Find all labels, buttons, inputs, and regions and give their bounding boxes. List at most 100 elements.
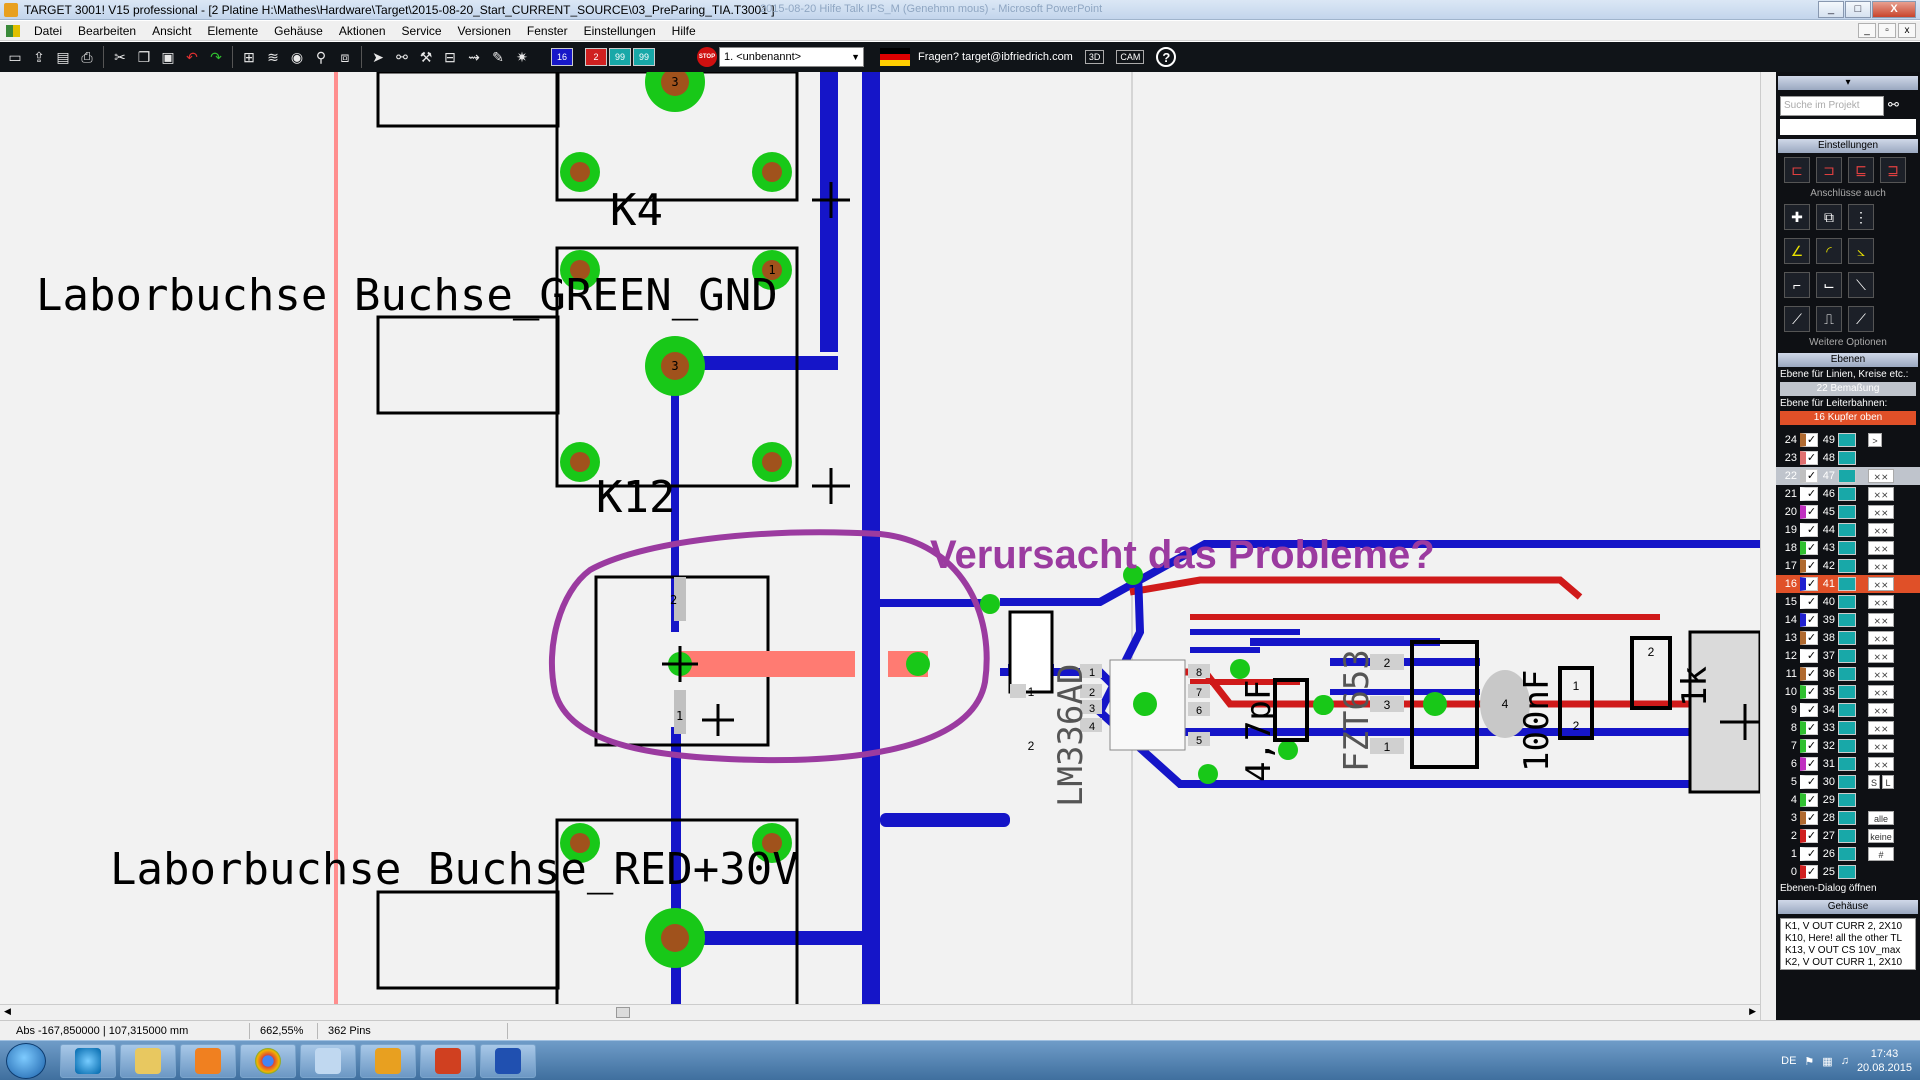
add-point-icon[interactable]: ✚ bbox=[1784, 204, 1810, 230]
vertical-scrollbar[interactable] bbox=[1760, 72, 1776, 1020]
layer-visible-checkbox[interactable]: ✓ bbox=[1800, 649, 1818, 663]
layer-visible-checkbox[interactable]: ✓ bbox=[1800, 451, 1818, 465]
layer-visible-checkbox[interactable]: ✓ bbox=[1800, 865, 1818, 879]
scroll-left-arrow-icon[interactable]: ◀ bbox=[4, 1006, 11, 1016]
edit-point-icon[interactable]: ⧉ bbox=[1816, 204, 1842, 230]
taskbar-paint[interactable] bbox=[300, 1044, 356, 1078]
route-straight-icon[interactable]: ⌐ bbox=[1784, 272, 1810, 298]
layer-toggle-button[interactable]: ⨯⨯ bbox=[1868, 577, 1894, 591]
select-track-icon[interactable]: ⊒ bbox=[1880, 157, 1906, 183]
layer-badge-16[interactable]: 16 bbox=[551, 48, 573, 66]
menu-service[interactable]: Service bbox=[401, 23, 442, 38]
layer-visible-checkbox[interactable]: ✓ bbox=[1800, 667, 1818, 681]
layer-visible-checkbox[interactable] bbox=[1838, 595, 1856, 609]
route-corner-icon[interactable]: ⌙ bbox=[1816, 272, 1842, 298]
layer-visible-checkbox[interactable] bbox=[1838, 829, 1856, 843]
gehaeuse-item[interactable]: K1, V OUT CURR 2, 2X10 bbox=[1785, 921, 1903, 932]
layer-visible-checkbox[interactable]: ✓ bbox=[1800, 523, 1818, 537]
component-icon[interactable]: ⊟ bbox=[444, 48, 456, 65]
layer-toggle-button[interactable]: ⨯⨯ bbox=[1868, 559, 1894, 573]
weitere-optionen-link[interactable]: Weitere Optionen bbox=[1809, 337, 1887, 348]
faq-link[interactable]: Fragen? target@ibfriedrich.com bbox=[918, 51, 1073, 63]
binoculars-icon[interactable]: ⚯ bbox=[396, 48, 408, 65]
scroll-thumb[interactable] bbox=[616, 1007, 630, 1018]
taskbar-network[interactable] bbox=[480, 1044, 536, 1078]
network-icon[interactable]: ▦ bbox=[1822, 1055, 1833, 1068]
copy-icon[interactable]: ❐ bbox=[137, 48, 151, 65]
german-flag-icon[interactable] bbox=[880, 48, 910, 66]
doc-restore-button[interactable]: ▫ bbox=[1878, 23, 1896, 38]
taskbar-chrome[interactable] bbox=[240, 1044, 296, 1078]
wrench-icon[interactable]: ⚒ bbox=[419, 48, 433, 65]
taskbar-explorer[interactable] bbox=[120, 1044, 176, 1078]
project-combo[interactable]: 1. <unbenannt> bbox=[719, 47, 864, 67]
layer-visible-checkbox[interactable] bbox=[1838, 775, 1856, 789]
start-button[interactable] bbox=[6, 1043, 46, 1079]
angle-icon[interactable]: ∠ bbox=[1784, 238, 1810, 264]
taskbar-powerpoint[interactable] bbox=[420, 1044, 476, 1078]
layers-icon[interactable]: ≋ bbox=[267, 48, 279, 65]
layer-toggle-button[interactable]: ⨯⨯ bbox=[1868, 469, 1894, 483]
menu-aktionen[interactable]: Aktionen bbox=[338, 23, 386, 38]
select-pin-icon[interactable]: ⊐ bbox=[1816, 157, 1842, 183]
layer-visible-checkbox[interactable] bbox=[1838, 721, 1856, 735]
layer-toggle-button[interactable]: ⨯⨯ bbox=[1868, 487, 1894, 501]
layer-visible-checkbox[interactable] bbox=[1838, 469, 1856, 483]
help-icon[interactable]: ? bbox=[1156, 47, 1177, 67]
magnify-icon[interactable]: ⚲ bbox=[315, 48, 327, 65]
project-search-input[interactable]: Suche im Projekt bbox=[1780, 96, 1884, 116]
layer-visible-checkbox[interactable]: ✓ bbox=[1800, 793, 1818, 807]
layer-visible-checkbox[interactable] bbox=[1838, 433, 1856, 447]
ebene-leiter-value[interactable]: 16 Kupfer oben bbox=[1780, 411, 1916, 425]
select-mode-icon[interactable]: ⊏ bbox=[1784, 157, 1810, 183]
pcb-canvas[interactable]: 1 2 3 4 8 7 6 5 bbox=[0, 72, 1760, 1004]
select-wire-icon[interactable]: ⊑ bbox=[1848, 157, 1874, 183]
layer-visible-checkbox[interactable]: ✓ bbox=[1800, 559, 1818, 573]
gehaeuse-item[interactable]: K2, V OUT CURR 1, 2X10 bbox=[1785, 957, 1903, 968]
pen-icon[interactable]: ✎ bbox=[492, 48, 504, 65]
layer-visible-checkbox[interactable] bbox=[1838, 559, 1856, 573]
einstellungen-header[interactable]: Einstellungen bbox=[1778, 139, 1918, 153]
layers-all-button[interactable]: alle bbox=[1868, 811, 1894, 825]
taskbar-media[interactable] bbox=[180, 1044, 236, 1078]
layer-visible-checkbox[interactable]: ✓ bbox=[1800, 505, 1818, 519]
layer-visible-checkbox[interactable] bbox=[1838, 811, 1856, 825]
layer-toggle-button[interactable]: ⨯⨯ bbox=[1868, 685, 1894, 699]
cam-button[interactable]: CAM bbox=[1116, 50, 1145, 64]
layer-visible-checkbox[interactable]: ✓ bbox=[1800, 433, 1818, 447]
layer-badge-99a[interactable]: 99 bbox=[609, 48, 631, 66]
layer-visible-checkbox[interactable]: ✓ bbox=[1800, 595, 1818, 609]
save-icon[interactable]: ▤ bbox=[56, 48, 70, 65]
layer-toggle-button[interactable]: ⨯⨯ bbox=[1868, 703, 1894, 717]
layer-visible-checkbox[interactable]: ✓ bbox=[1800, 775, 1818, 789]
layer-toggle-button[interactable]: ⨯⨯ bbox=[1868, 631, 1894, 645]
route-icon[interactable]: ⇝ bbox=[468, 48, 480, 65]
layer-visible-checkbox[interactable]: ✓ bbox=[1800, 829, 1818, 843]
layer-visible-checkbox[interactable] bbox=[1838, 523, 1856, 537]
route-diag-icon[interactable]: ⟍ bbox=[1848, 272, 1874, 298]
menu-ansicht[interactable]: Ansicht bbox=[152, 23, 192, 38]
layer-visible-checkbox[interactable] bbox=[1838, 757, 1856, 771]
layer-visible-checkbox[interactable]: ✓ bbox=[1800, 739, 1818, 753]
menu-gehaeuse[interactable]: Gehäuse bbox=[274, 23, 323, 38]
route-step-icon[interactable]: ⎍ bbox=[1816, 306, 1842, 332]
layer-visible-checkbox[interactable] bbox=[1838, 451, 1856, 465]
route-free-icon[interactable]: ⟋ bbox=[1848, 306, 1874, 332]
angle45-icon[interactable]: ⦣ bbox=[1848, 238, 1874, 264]
minimize-button[interactable]: _ bbox=[1818, 1, 1844, 18]
layer-visible-checkbox[interactable] bbox=[1838, 739, 1856, 753]
layer-visible-checkbox[interactable] bbox=[1838, 667, 1856, 681]
ebenen-header[interactable]: Ebenen bbox=[1778, 353, 1918, 367]
open-icon[interactable]: ⇪ bbox=[33, 48, 45, 65]
arc-icon[interactable]: ◜ bbox=[1816, 238, 1842, 264]
route-angle-icon[interactable]: ⟋ bbox=[1784, 306, 1810, 332]
layer-visible-checkbox[interactable] bbox=[1838, 793, 1856, 807]
layer-visible-checkbox[interactable]: ✓ bbox=[1800, 577, 1818, 591]
horizontal-scrollbar[interactable]: ◀ ▶ bbox=[0, 1004, 1760, 1020]
layer-visible-checkbox[interactable] bbox=[1838, 577, 1856, 591]
layer-toggle-button[interactable]: ⨯⨯ bbox=[1868, 739, 1894, 753]
layer-expand-button[interactable]: > bbox=[1868, 433, 1882, 447]
layer-visible-checkbox[interactable] bbox=[1838, 505, 1856, 519]
autoroute-icon[interactable]: ✷ bbox=[516, 48, 528, 65]
pointer-icon[interactable]: ➤ bbox=[372, 48, 384, 65]
